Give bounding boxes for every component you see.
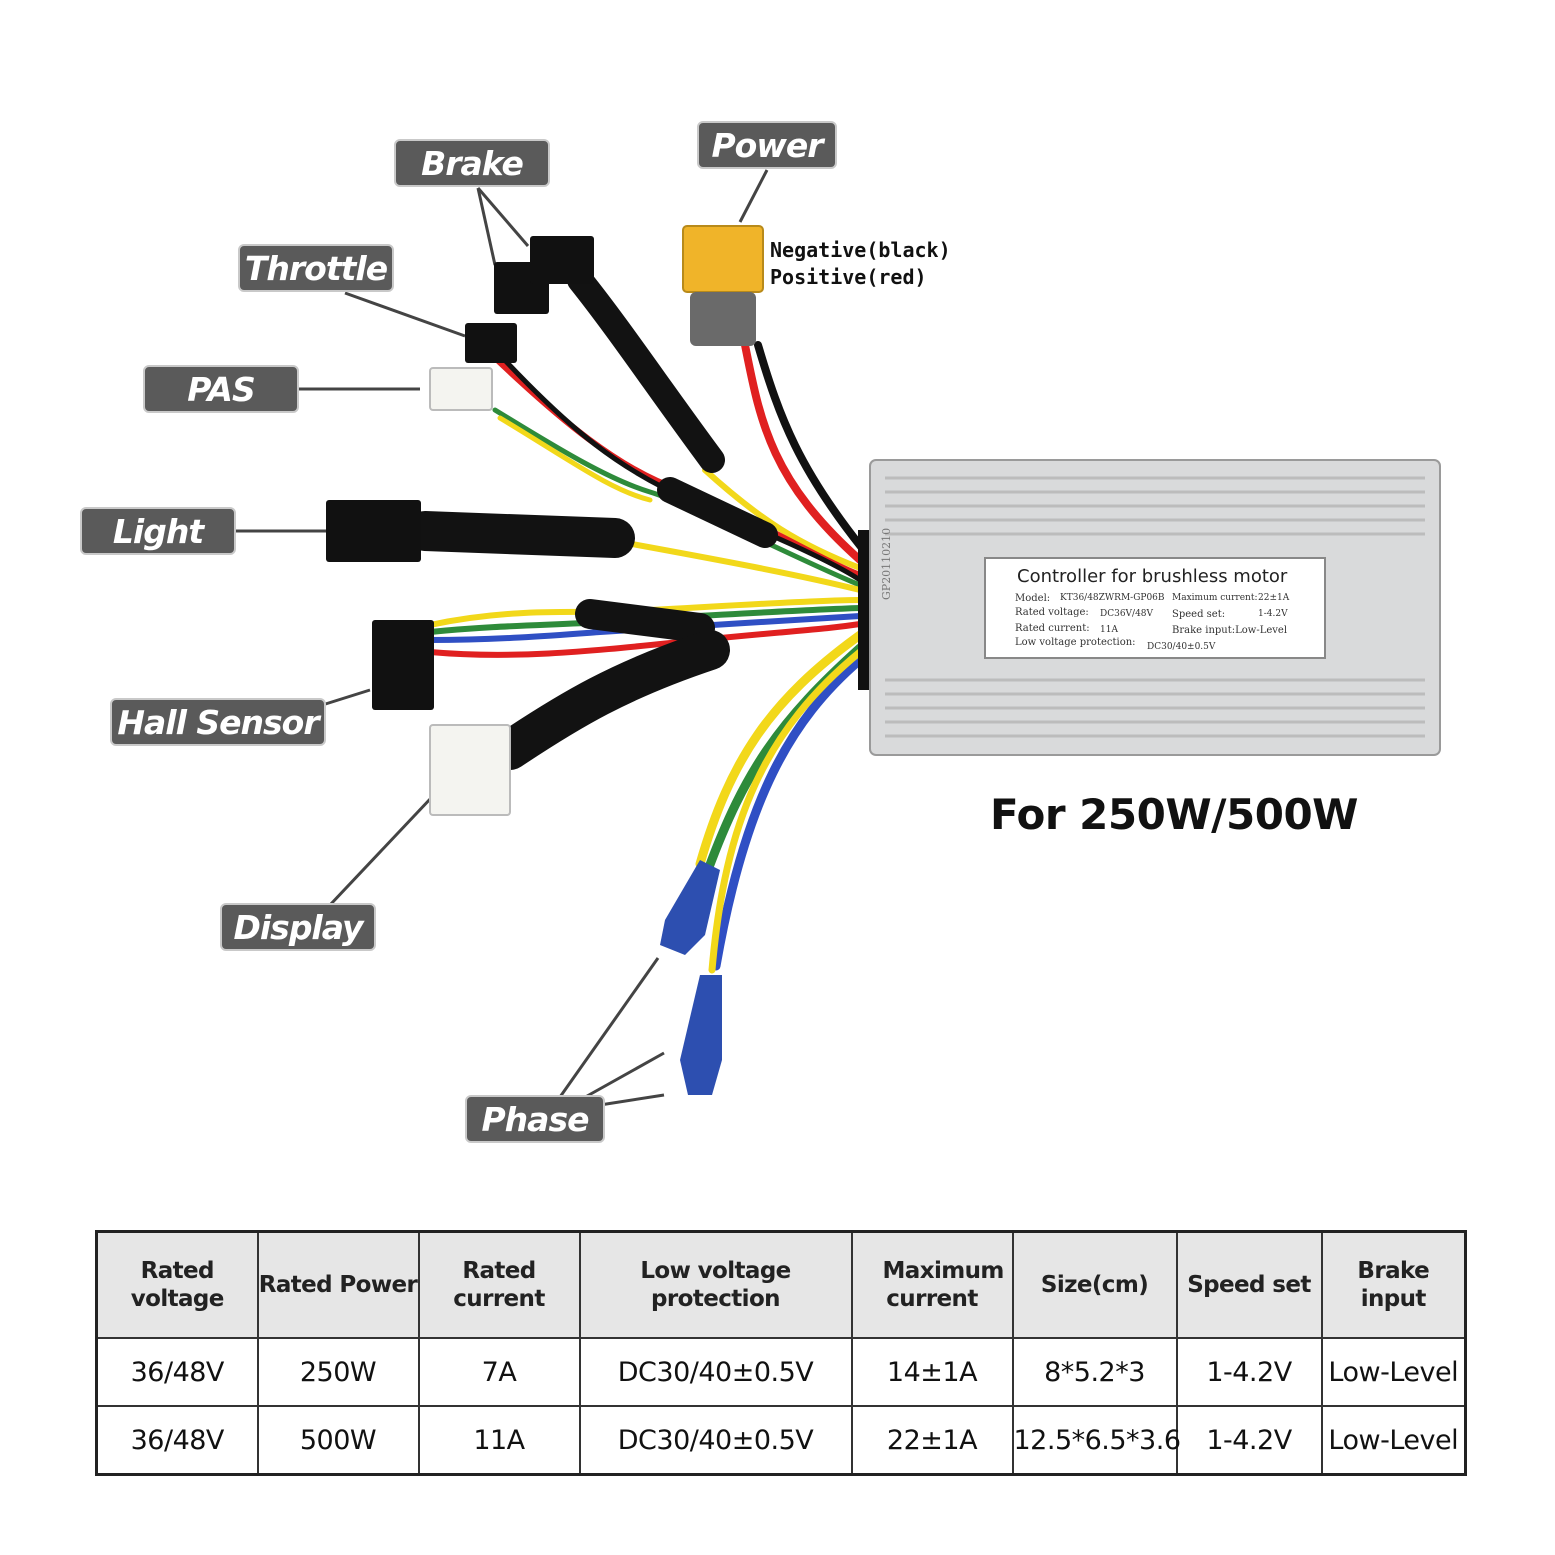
- controller-sticker: [984, 557, 1326, 659]
- wiring-diagram: [236, 169, 1441, 1107]
- sticker-max-current-label: Maximum current:: [1172, 593, 1258, 603]
- table-cell: Low-Level: [1320, 1405, 1467, 1476]
- display-label: Display: [220, 903, 376, 951]
- wires: [427, 341, 866, 974]
- controller-side-code: GP20110210: [880, 527, 893, 600]
- table-cell: 500W: [256, 1405, 420, 1476]
- spec-table: Rated voltage Rated Power Rated current …: [95, 1230, 1467, 1476]
- controller-fins: [885, 476, 1425, 738]
- header-cell: Speed set: [1175, 1230, 1323, 1339]
- phase-yellow-wire: [695, 630, 865, 869]
- phase-label: Phase: [465, 1095, 605, 1143]
- sticker-max-current-value: 22±1A: [1258, 593, 1290, 603]
- sticker-low-voltage-value: DC30/40±0.5V: [1147, 642, 1216, 652]
- sticker-model-label: Model:: [1015, 593, 1051, 604]
- sticker-rated-current-value: 11A: [1100, 625, 1118, 635]
- sticker-rated-voltage-label: Rated voltage:: [1015, 607, 1089, 618]
- hall-sheath: [575, 599, 715, 643]
- pas-label: PAS: [143, 365, 299, 413]
- table-cell: DC30/40±0.5V: [578, 1405, 853, 1476]
- throttle-label: Throttle: [238, 244, 394, 292]
- table-cell: 36/48V: [95, 1337, 259, 1407]
- table-cell: 36/48V: [95, 1405, 259, 1476]
- model-caption: For 250W/500W: [990, 790, 1359, 839]
- power-leader: [738, 169, 769, 223]
- light-yellow-wire: [607, 537, 863, 593]
- leader-lines: [236, 169, 769, 1107]
- sticker-rated-voltage-value: DC36V/48V: [1100, 609, 1154, 619]
- phase-leader-2: [579, 1051, 665, 1102]
- display-sheath: [490, 630, 730, 770]
- sticker-brake-input: Brake input:Low-Level: [1172, 625, 1288, 636]
- header-cell: Rated voltage: [95, 1230, 259, 1339]
- sticker-speed-set-value: 1-4.2V: [1258, 609, 1288, 619]
- table-row: 36/48V 250W 7A DC30/40±0.5V 14±1A 8*5.2*…: [95, 1337, 1467, 1407]
- header-cell: Rated current: [417, 1230, 581, 1339]
- header-cell: Brake input: [1320, 1230, 1467, 1339]
- header-cell: Rated Power: [256, 1230, 420, 1339]
- light-connector: [326, 500, 421, 562]
- positive-polarity-label: Positive(red): [770, 265, 927, 289]
- phase-leader-3: [599, 1093, 665, 1107]
- table-cell: 1-4.2V: [1175, 1337, 1323, 1407]
- sticker-model-value: KT36/48ZWRM-GP06B: [1060, 593, 1165, 603]
- table-cell: 14±1A: [850, 1337, 1014, 1407]
- table-cell: 22±1A: [850, 1405, 1014, 1476]
- phase-terminal-1: [660, 860, 720, 955]
- throttle-connector: [465, 323, 517, 363]
- pas-connector: [429, 367, 493, 411]
- table-cell: 11A: [417, 1405, 581, 1476]
- hall-connector: [372, 620, 434, 710]
- hall-sensor-label: Hall Sensor: [110, 698, 326, 746]
- controller-box: [858, 459, 1441, 756]
- power-black-wire: [754, 341, 866, 552]
- display-connector: [429, 724, 511, 816]
- table-cell: 8*5.2*3: [1011, 1337, 1178, 1407]
- brake-leader-2: [476, 187, 530, 247]
- throttle-leader: [344, 291, 466, 338]
- header-cell: Low voltage protection: [578, 1230, 853, 1339]
- light-sheath: [405, 511, 635, 558]
- table-header-row: Rated voltage Rated Power Rated current …: [95, 1230, 1467, 1339]
- power-label: Power: [697, 121, 837, 169]
- phase-blue-wire: [711, 655, 865, 971]
- brake-yellow-wire: [702, 467, 863, 571]
- header-cell: Maximum current: [850, 1230, 1014, 1339]
- sticker-low-voltage-label: Low voltage protection:: [1015, 637, 1136, 648]
- table-cell: 12.5*6.5*3.6: [1011, 1405, 1181, 1476]
- phase-terminals: [660, 860, 722, 1095]
- header-cell: Size(cm): [1011, 1230, 1178, 1339]
- xt60-connector: [682, 225, 764, 293]
- pas-yellow-wire: [497, 415, 653, 503]
- sticker-title: Controller for brushless motor: [1017, 566, 1288, 587]
- brake-sheath: [567, 267, 725, 473]
- sheaths: [405, 267, 778, 770]
- phase-leader-1: [558, 957, 660, 1098]
- sticker-speed-set-label: Speed set:: [1172, 609, 1226, 620]
- display-leader: [328, 795, 434, 907]
- table-cell: 7A: [417, 1337, 581, 1407]
- sticker-rated-current-label: Rated current:: [1015, 623, 1090, 634]
- brake-leader-1: [476, 187, 497, 266]
- negative-polarity-label: Negative(black): [770, 238, 951, 262]
- table-cell: 1-4.2V: [1175, 1405, 1323, 1476]
- table-cell: Low-Level: [1320, 1337, 1467, 1407]
- light-label: Light: [80, 507, 236, 555]
- phase-yellow-wire-2: [708, 648, 864, 974]
- connectors: [326, 225, 764, 816]
- table-cell: DC30/40±0.5V: [578, 1337, 853, 1407]
- throttle-sheath: [657, 477, 778, 548]
- power-red-wire: [741, 341, 864, 564]
- hall-blue-wire: [427, 613, 863, 643]
- brake-label: Brake: [394, 139, 550, 187]
- brake-connector-2: [530, 236, 594, 284]
- pas-green-wire: [492, 407, 863, 588]
- xt60-grip: [690, 292, 756, 346]
- table-cell: 250W: [256, 1337, 420, 1407]
- table-row: 36/48V 500W 11A DC30/40±0.5V 22±1A 12.5*…: [95, 1405, 1467, 1476]
- phase-terminal-2: [680, 975, 722, 1095]
